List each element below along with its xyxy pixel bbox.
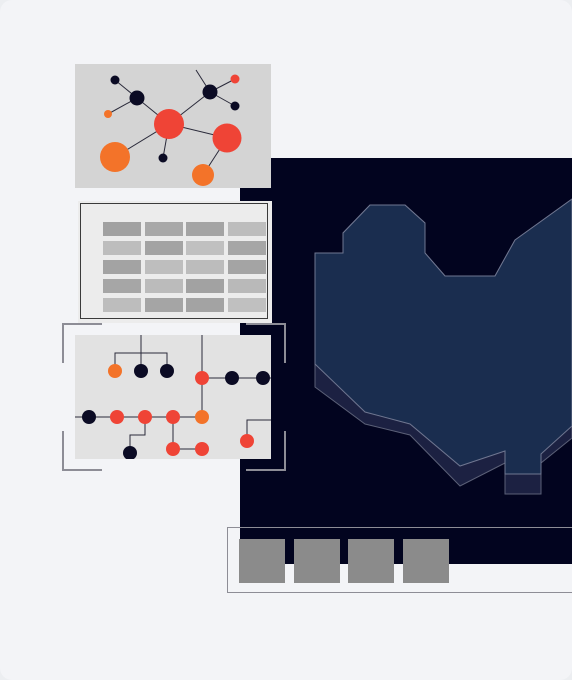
tile-1 (239, 539, 285, 583)
network-node (110, 75, 120, 85)
table-cell (227, 298, 266, 312)
bracket-bottom-right (246, 431, 286, 471)
data-table-card (78, 201, 272, 323)
table-cell (186, 298, 224, 312)
table-cell (103, 298, 141, 312)
data-table-icon (80, 203, 268, 319)
network-node (212, 123, 242, 153)
tree-node (160, 364, 174, 378)
hierarchy-tree-icon (75, 335, 271, 459)
network-node (202, 84, 218, 100)
tree-node (195, 410, 209, 424)
network-node (104, 110, 112, 118)
table-cell (186, 241, 224, 255)
network-node (192, 164, 214, 186)
table-cell (144, 222, 183, 236)
tree-node (166, 410, 180, 424)
tree-node (123, 446, 137, 459)
table-cell (186, 222, 224, 236)
map-panel (240, 158, 572, 564)
tree-node (256, 371, 270, 385)
tree-node (108, 364, 122, 378)
network-node (129, 90, 145, 106)
network-node (158, 153, 168, 163)
tree-node (166, 442, 180, 456)
tree-node (110, 410, 124, 424)
region-map-icon (314, 198, 572, 495)
table-cell (227, 222, 266, 236)
table-cell (227, 260, 266, 274)
tile-3 (348, 539, 394, 583)
tree-node (195, 442, 209, 456)
network-node (154, 109, 184, 139)
tile-bar (227, 527, 572, 593)
network-node (100, 142, 130, 172)
table-cell (227, 279, 266, 293)
network-graph-icon (100, 69, 242, 186)
network-node (230, 101, 240, 111)
table-cell (186, 260, 224, 274)
bracket-bottom-left (62, 431, 102, 471)
table-cell (103, 260, 141, 274)
table-cell (186, 279, 224, 293)
tree-node (134, 364, 148, 378)
tile-2 (294, 539, 340, 583)
hierarchy-tree-card (75, 335, 271, 459)
tree-node (82, 410, 96, 424)
table-cell (227, 241, 266, 255)
tree-node (240, 434, 254, 448)
tree-node (225, 371, 239, 385)
bracket-top-right (246, 323, 286, 363)
table-cell (144, 241, 183, 255)
table-cell (144, 260, 183, 274)
region-shape (314, 198, 572, 475)
table-cell (103, 222, 141, 236)
tree-node (195, 371, 209, 385)
tile-4 (403, 539, 449, 583)
table-cell (103, 241, 141, 255)
network-node (230, 74, 240, 84)
table-cell (144, 279, 183, 293)
table-cell (144, 298, 183, 312)
bracket-top-left (62, 323, 102, 363)
table-cell (103, 279, 141, 293)
network-graph-card (75, 64, 271, 188)
tree-node (138, 410, 152, 424)
